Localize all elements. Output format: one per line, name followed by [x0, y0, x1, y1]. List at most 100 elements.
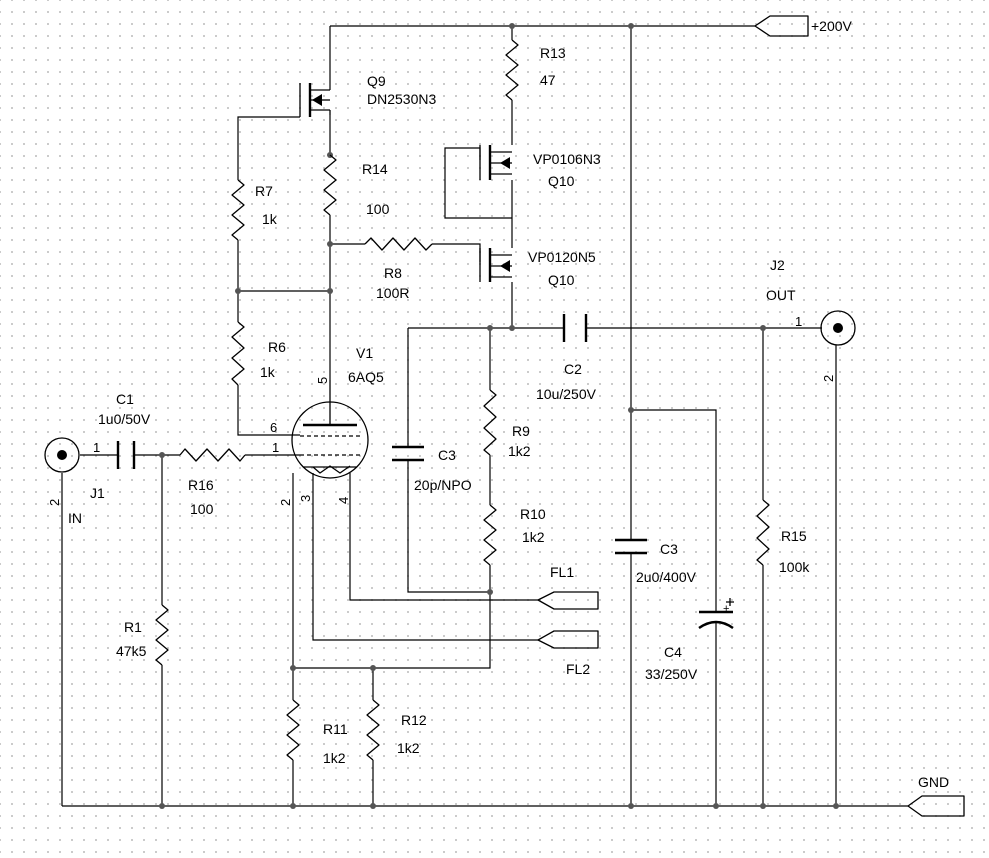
- tube-pin-2: 2: [278, 499, 293, 506]
- junction-dot: [235, 288, 241, 294]
- c1-ref: C1: [116, 391, 134, 407]
- r1-ref: R1: [124, 619, 142, 635]
- mosfet-q10-upper[interactable]: [479, 145, 512, 180]
- q10-lower-ref: Q10: [548, 272, 575, 288]
- junction-dot: [290, 803, 296, 809]
- junction-dot: [327, 241, 333, 247]
- j2-label: OUT: [766, 287, 796, 303]
- c4-polarity: +: [723, 603, 729, 615]
- resistor-r9[interactable]: [483, 389, 497, 456]
- r15-value: 100k: [779, 559, 810, 575]
- c2-ref: C2: [564, 361, 582, 377]
- resistor-r14[interactable]: [323, 154, 337, 216]
- tube-pin-5: 5: [315, 377, 330, 384]
- r14-value: 100: [366, 201, 390, 217]
- junction-dot: [159, 452, 165, 458]
- r1-value: 47k5: [116, 643, 147, 659]
- r10-value: 1k2: [522, 529, 545, 545]
- capacitor-c2[interactable]: [562, 314, 588, 342]
- resistor-r7[interactable]: [231, 179, 245, 241]
- j1-ref: J1: [90, 485, 105, 501]
- r12-value: 1k2: [397, 740, 420, 756]
- r15-ref: R15: [781, 528, 807, 544]
- r16-ref: R16: [188, 477, 214, 493]
- junction-dot: [628, 803, 634, 809]
- resistor-r16[interactable]: [179, 448, 246, 462]
- j1-pin2: 2: [47, 499, 62, 506]
- junction-dot: [487, 325, 493, 331]
- r9-value: 1k2: [508, 443, 531, 459]
- r16-value: 100: [190, 501, 214, 517]
- port-fl1[interactable]: [537, 591, 599, 610]
- capacitor-c3-feedback[interactable]: [392, 445, 424, 462]
- port-gnd[interactable]: [907, 795, 965, 817]
- r9-ref: R9: [512, 423, 530, 439]
- resistor-r11[interactable]: [286, 699, 300, 761]
- r6-value: 1k: [260, 364, 276, 380]
- r13-ref: R13: [540, 45, 566, 61]
- j1-label: IN: [68, 510, 82, 526]
- port-fl2[interactable]: [537, 630, 599, 649]
- ground-label: GND: [918, 774, 949, 790]
- c3-supply-ref: C3: [660, 541, 678, 557]
- r13-value: 47: [540, 72, 556, 88]
- c3-supply-value: 2u0/400V: [636, 569, 697, 585]
- junction-dot: [833, 803, 839, 809]
- junction-dot: [760, 803, 766, 809]
- junction-dot: [713, 803, 719, 809]
- r11-value: 1k2: [323, 750, 346, 766]
- junction-dot: [370, 665, 376, 671]
- c3-feedback-value: 20p/NPO: [414, 477, 472, 493]
- junction-dot: [509, 325, 515, 331]
- tube-pin-6: 6: [270, 420, 277, 435]
- capacitor-c1[interactable]: [116, 441, 136, 469]
- resistor-r1[interactable]: [155, 604, 169, 666]
- r10-ref: R10: [520, 506, 546, 522]
- junction-dot: [760, 325, 766, 331]
- c2-value: 10u/250V: [536, 386, 597, 402]
- labels: R13 47 Q9 DN2530N3 R14 100 R7 1k VP0106N…: [47, 18, 949, 790]
- r8-value: 100R: [376, 285, 409, 301]
- tube-pin-3: 3: [298, 495, 313, 502]
- port-supply-200v[interactable]: [754, 15, 809, 37]
- j2-pin2: 2: [821, 375, 836, 382]
- resistor-r10[interactable]: [483, 504, 497, 566]
- mosfet-q10-lower[interactable]: [479, 248, 512, 282]
- r11-ref: R11: [323, 721, 348, 737]
- r14-ref: R14: [362, 161, 388, 177]
- r7-value: 1k: [262, 211, 278, 227]
- junction-dot: [370, 803, 376, 809]
- r8-ref: R8: [384, 265, 402, 281]
- tube-pin-1: 1: [272, 440, 279, 455]
- connector-j2[interactable]: [820, 310, 856, 346]
- junction-dot: [628, 23, 634, 29]
- capacitor-c4-electrolytic[interactable]: [698, 598, 734, 629]
- r7-ref: R7: [255, 183, 273, 199]
- capacitor-c3-supply[interactable]: [615, 538, 647, 555]
- resistor-r12[interactable]: [366, 699, 380, 761]
- tube-v1[interactable]: [291, 380, 369, 479]
- wires: [61, 25, 908, 807]
- supply-label: +200V: [811, 18, 853, 34]
- junction-dot: [159, 803, 165, 809]
- q10-lower-value: VP0120N5: [528, 249, 596, 265]
- fl1-label: FL1: [550, 564, 574, 580]
- resistor-r15[interactable]: [756, 499, 770, 566]
- c1-value: 1u0/50V: [98, 411, 151, 427]
- resistor-r13[interactable]: [505, 39, 519, 101]
- fl2-label: FL2: [566, 661, 590, 677]
- v1-ref: V1: [356, 345, 373, 361]
- junction-dot: [290, 665, 296, 671]
- v1-value: 6AQ5: [348, 369, 384, 385]
- r12-ref: R12: [401, 712, 427, 728]
- q10-upper-value: VP0106N3: [533, 151, 601, 167]
- junctions: [159, 23, 839, 809]
- resistor-r6[interactable]: [231, 321, 245, 386]
- mosfet-q9[interactable]: [299, 83, 331, 117]
- junction-dot: [628, 407, 634, 413]
- connector-j1[interactable]: [44, 437, 80, 473]
- tube-pin-4: 4: [336, 497, 351, 504]
- junction-dot: [327, 288, 333, 294]
- c3-feedback-ref: C3: [438, 447, 456, 463]
- resistor-r8[interactable]: [364, 237, 433, 251]
